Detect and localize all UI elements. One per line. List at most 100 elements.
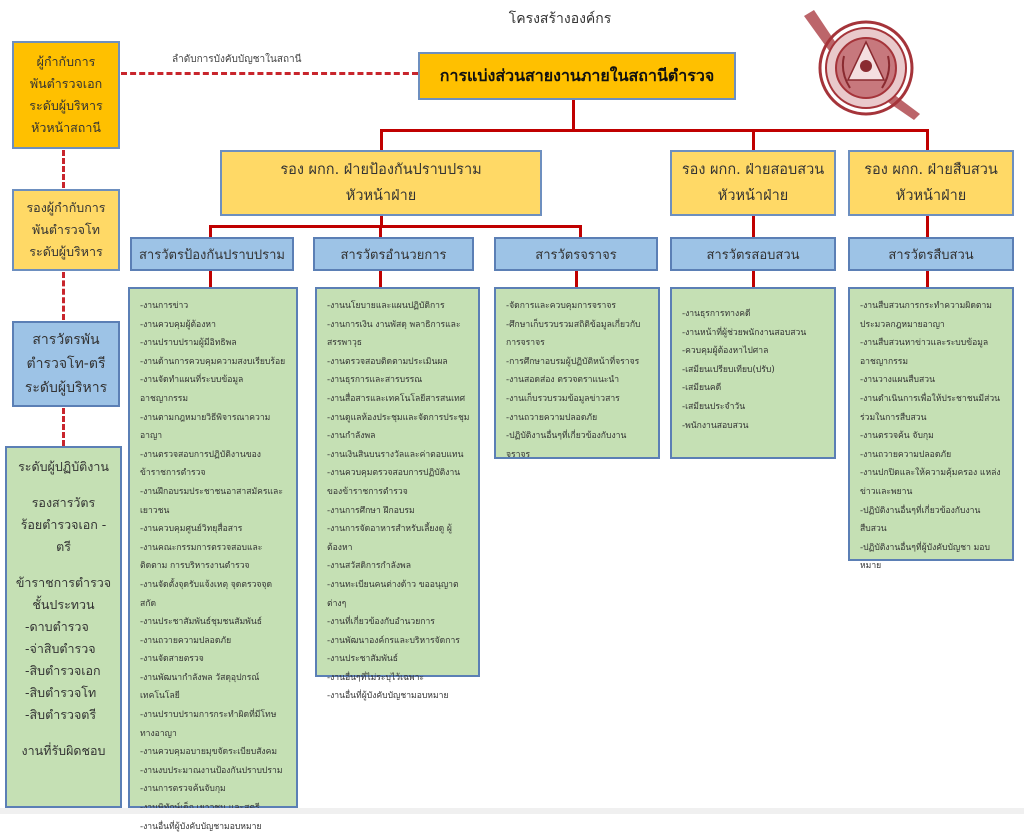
unit-name: สารวัตรป้องกันปราบปราม: [139, 247, 285, 263]
unit-box: สารวัตรป้องกันปราบปราม: [130, 237, 294, 271]
unit-name: สารวัตรสืบสวน: [888, 247, 974, 263]
task-item: -งานพัฒนาองค์กรและบริหารจัดการ: [327, 635, 460, 646]
task-item: -ศึกษาเก็บรวบรวมสถิติข้อมูลเกี่ยวกับ การ…: [506, 319, 641, 349]
operational-line: รองสารวัตร: [31, 495, 96, 510]
rank-item: -สิบตำรวจเอก: [25, 663, 101, 678]
task-item: -งานหน้าที่ผู้ช่วยพนักงานสอบสวน: [682, 327, 807, 338]
task-item: -งานถวายความปลอดภัย: [506, 412, 598, 423]
task-item: -งานสวัสดิการกำลังพล: [327, 561, 411, 572]
task-item: -งานที่เกี่ยวข้องกับอำนวยการ: [327, 617, 435, 628]
inspector-line: ตำรวจโท-ตรี: [26, 356, 106, 372]
task-item: -งานงบประมาณงานป้องกันปราบปราม: [140, 765, 283, 776]
task-list: -งานสืบสวนการกระทำความผิดตาม ประมวลกฎหมา…: [848, 287, 1014, 571]
task-item: -งานธุรการทางคดี: [682, 309, 751, 319]
connector-line: [926, 129, 929, 151]
connector-line: [579, 225, 582, 237]
task-item: -งานการตรวจค้นจับกุม: [140, 784, 226, 795]
chain-dashed-line: [62, 150, 65, 188]
task-item: -งานปราบปรามการกระทำผิดที่มีโทษ ทางอาญา: [140, 710, 277, 739]
task-item: -งานถวายความปลอดภัย: [860, 449, 952, 460]
task-list: -จัดการและควบคุมการจราจร -ศึกษาเก็บรวบรวม…: [494, 287, 660, 460]
task-item: -งานควบคุมศูนย์วิทยุสื่อสาร: [140, 524, 243, 535]
task-item: -งานด้านการควบคุมความสงบเรียบร้อย: [140, 356, 286, 367]
operational-footer: งานที่รับผิดชอบ: [21, 743, 106, 758]
unit-box: สารวัตรสืบสวน: [848, 237, 1014, 271]
task-item: -ปฏิบัติงานอื่นๆที่ผู้บังคับบัญชา มอบหมา…: [860, 542, 990, 572]
task-item: -งานสอดส่อง ตรวจตราแนะนำ: [506, 375, 620, 386]
task-item: -งานตรวจสอบการปฏิบัติงานของ ข้าราชการตำร…: [140, 449, 261, 479]
unit-name: สารวัตรอำนวยการ: [340, 247, 447, 263]
operational-line: ตรี: [56, 539, 71, 554]
task-item: -งานตรวจสอบติดตามประเมินผล: [327, 356, 448, 367]
unit-name: สารวัตรสอบสวน: [706, 247, 800, 263]
deputy-title: รอง ผกก. ฝ่ายสืบสวน: [864, 162, 998, 178]
task-item: -งานเงินสินบนรางวัลและค่าตอบแทน: [327, 449, 464, 460]
deputy-box-inquiry: รอง ผกก. ฝ่ายสอบสวน หัวหน้าฝ่าย: [670, 150, 836, 216]
deputy-line: พันตำรวจโท: [32, 222, 100, 237]
connector-line: [209, 225, 212, 237]
task-list: -งานการข่าว -งานควบคุมผู้ต้องหา -งานปราบปร…: [128, 287, 298, 832]
task-item: -เสมียนประจำวัน: [682, 401, 746, 412]
rank-item: -สิบตำรวจตรี: [25, 707, 97, 722]
superintendent-box: ผู้กำกับการ พันตำรวจเอก ระดับผู้บริหาร ห…: [12, 41, 120, 149]
deputy-subtitle: หัวหน้าฝ่าย: [895, 188, 967, 204]
task-list: -งานนโยบายและแผนปฏิบัติการ -งานการเงิน งา…: [315, 287, 480, 701]
operational-line: ชั้นประทวน: [32, 597, 95, 612]
operational-line: ร้อยตำรวจเอก -: [20, 517, 107, 532]
operational-heading: ระดับผู้ปฏิบัติงาน: [18, 459, 109, 474]
connector-line: [752, 271, 755, 287]
task-item: -งานอื่นที่ผู้บังคับบัญชามอบหมาย: [140, 821, 262, 832]
deputy-subtitle: หัวหน้าฝ่าย: [345, 188, 417, 204]
connector-line: [380, 215, 383, 227]
root-box: การแบ่งส่วนสายงานภายในสถานีตำรวจ: [418, 52, 736, 100]
task-item: -งานควบคุมตรวจสอบการปฏิบัติงาน ของข้าราช…: [327, 468, 461, 497]
deputy-box-investigation: รอง ผกก. ฝ่ายสืบสวน หัวหน้าฝ่าย: [848, 150, 1014, 216]
task-item: -งานนโยบายและแผนปฏิบัติการ: [327, 301, 445, 311]
command-chain-label: ลำดับการบังคับบัญชาในสถานี: [172, 54, 302, 65]
inspector-box: สารวัตรพัน ตำรวจโท-ตรี ระดับผู้บริหาร: [12, 321, 120, 407]
inspector-line: สารวัตรพัน: [32, 332, 100, 348]
connector-line: [380, 129, 383, 151]
connector-line: [575, 271, 578, 287]
unit-name: สารวัตรจราจร: [535, 247, 617, 263]
unit-box: สารวัตรสอบสวน: [670, 237, 836, 271]
connector-line: [209, 271, 212, 287]
rank-item: -ดาบตำรวจ: [25, 619, 89, 634]
task-item: -งานจัดทำแผนที่ระบบข้อมูล อาชญากรรม: [140, 375, 244, 404]
task-item: -งานการจัดอาหารสำหรับเลี้ยงดู ผู้ต้องหา: [327, 524, 452, 553]
task-item: -งานสื่อสารและเทคโนโลยีสารสนเทศ: [327, 393, 466, 404]
deputy-line: ระดับผู้บริหาร: [29, 244, 103, 259]
task-item: -ปฏิบัติงานอื่นๆที่เกี่ยวข้องกับงาน จราจ…: [506, 431, 627, 460]
rank-item: -จ่าสิบตำรวจ: [25, 641, 96, 656]
task-item: -งานเก็บรวบรวมข้อมูลข่าวสาร: [506, 393, 620, 404]
connector-line: [379, 225, 382, 237]
task-item: -งานดำเนินการเพื่อให้ประชาชนมีส่วน ร่วมใ…: [860, 393, 1001, 423]
task-item: -งานการเงิน งานพัสดุ พลาธิการและ สรรพาวุ…: [327, 319, 461, 349]
task-item: -งานตรวจค้น จับกุม: [860, 431, 934, 442]
task-item: -งานการข่าว: [140, 301, 189, 311]
operational-line: ข้าราชการตำรวจ: [15, 575, 112, 590]
command-dashed-line: [121, 72, 418, 75]
task-item: -งานถวายความปลอดภัย: [140, 635, 232, 646]
task-item: -งานธุรการและสารบรรณ: [327, 375, 423, 386]
deputy-box-prevention: รอง ผกก. ฝ่ายป้องกันปราบปราม หัวหน้าฝ่าย: [220, 150, 542, 216]
task-item: -งานสืบสวนการกระทำความผิดตาม ประมวลกฎหมา…: [860, 301, 992, 330]
deputy-title: รอง ผกก. ฝ่ายสอบสวน: [681, 162, 825, 178]
task-item: -งานฝึกอบรมประชาชนอาสาสมัครและ เยาวชน: [140, 486, 283, 516]
task-item: -งานประชาสัมพันธ์: [327, 654, 399, 665]
task-item: -ควบคุมผู้ต้องหาไปศาล: [682, 346, 769, 357]
connector-line: [379, 271, 382, 287]
task-item: -ปฏิบัติงานอื่นๆที่เกี่ยวข้องกับงาน สืบส…: [860, 505, 981, 535]
root-label: การแบ่งส่วนสายงานภายในสถานีตำรวจ: [439, 65, 715, 85]
task-item: -จัดการและควบคุมการจราจร: [506, 301, 616, 311]
deputy-superintendent-box: รองผู้กำกับการ พันตำรวจโท ระดับผู้บริหาร: [12, 189, 120, 271]
connector-line: [926, 215, 929, 237]
task-item: -งานจัดตั้งจุดรับแจ้งเหตุ จุดตรวจจุด สกั…: [140, 579, 273, 609]
task-item: -งานควบคุมผู้ต้องหา: [140, 319, 216, 330]
deputy-line: รองผู้กำกับการ: [26, 200, 106, 215]
task-item: -งานปกปิดและให้ความคุ้มครอง แหล่งข่าวและ…: [860, 468, 1001, 497]
superintendent-line: ระดับผู้บริหาร: [29, 98, 103, 113]
task-item: -งานวางแผนสืบสวน: [860, 375, 935, 386]
task-item: -งานตามกฎหมายวิธีพิจารณาความ อาญา: [140, 412, 271, 442]
task-item: -พนักงานสอบสวน: [682, 420, 749, 431]
